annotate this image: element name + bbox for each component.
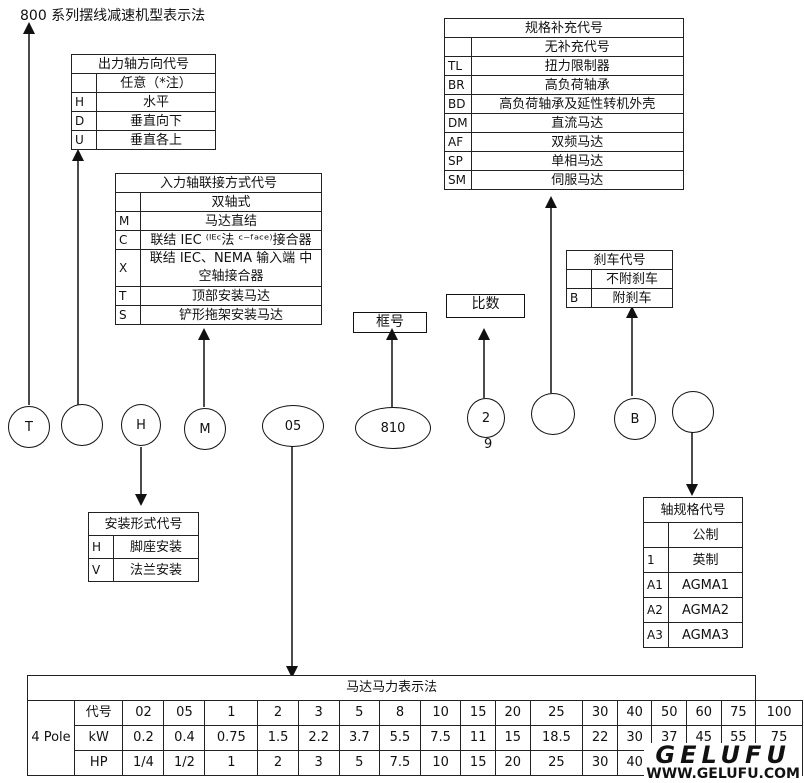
node-ratio-sub: 9 — [484, 437, 493, 452]
power-cell: 8 — [379, 700, 421, 726]
power-cell: 0.4 — [163, 725, 206, 751]
table-header: 规格补充代号 — [444, 18, 684, 38]
power-cell: 05 — [163, 700, 206, 726]
power-cell: 7.5 — [419, 725, 462, 751]
power-cell: 30 — [582, 750, 618, 776]
power-cell: 10 — [419, 750, 462, 776]
frame-label: 框号 — [353, 312, 427, 333]
power-cell: 15 — [460, 750, 496, 776]
power-cell: 100 — [755, 700, 803, 726]
power-cell: 7.5 — [379, 750, 421, 776]
power-cell: 18.5 — [529, 725, 584, 751]
power-cell: 20 — [494, 700, 531, 726]
power-cell: 1/4 — [122, 750, 165, 776]
power-cell: 1 — [204, 700, 259, 726]
node-frame: 810 — [355, 407, 431, 449]
power-cell: 22 — [582, 725, 618, 751]
node-blank — [672, 391, 714, 433]
power-cell: 3 — [297, 700, 340, 726]
power-cell: 3 — [297, 750, 340, 776]
node-b: B — [614, 398, 656, 440]
watermark-logo: GELUFU WWW.GELUFU.COM — [644, 741, 802, 782]
power-cell: 20 — [494, 750, 531, 776]
node-motor: 05 — [262, 405, 324, 447]
power-cell: 15 — [460, 700, 496, 726]
power-cell: 10 — [419, 700, 462, 726]
table-header: 安装形式代号 — [88, 512, 199, 536]
table-header: 出力轴方向代号 — [71, 54, 216, 74]
table-header: 轴规格代号 — [643, 497, 743, 523]
power-cell: 1/2 — [163, 750, 206, 776]
node-m: M — [184, 408, 226, 450]
power-cell: 25 — [529, 700, 584, 726]
power-cell: 02 — [122, 700, 165, 726]
power-cell: 1.5 — [257, 725, 299, 751]
node-blank — [531, 393, 575, 435]
power-cell: 40 — [616, 700, 653, 726]
power-cell: 30 — [582, 700, 618, 726]
power-cell: 50 — [651, 700, 688, 726]
table-header: 入力轴联接方式代号 — [115, 173, 322, 193]
power-cell: 2 — [257, 700, 299, 726]
node-ratio: 2 — [467, 398, 505, 438]
table-header: 马达马力表示法 — [26, 675, 757, 701]
node-blank — [61, 404, 103, 446]
power-cell: 2.2 — [297, 725, 340, 751]
power-cell: 60 — [686, 700, 722, 726]
power-cell: 5 — [338, 700, 381, 726]
power-cell: 5.5 — [379, 725, 421, 751]
power-cell: 25 — [529, 750, 584, 776]
page-title: 800 系列摆线减速机型表示法 — [20, 8, 206, 24]
power-cell: 5 — [338, 750, 381, 776]
power-cell: 1 — [204, 750, 259, 776]
pole-label: 4 Pole — [27, 700, 75, 776]
power-cell: 75 — [720, 700, 757, 726]
table-header: 刹车代号 — [566, 250, 673, 270]
node-h: H — [121, 404, 161, 446]
power-cell: 0.75 — [204, 725, 259, 751]
power-cell: 11 — [460, 725, 496, 751]
node-t: T — [8, 406, 50, 448]
ratio-label: 比数 — [446, 294, 525, 318]
power-cell: 15 — [494, 725, 531, 751]
power-cell: 3.7 — [338, 725, 381, 751]
power-cell: 2 — [257, 750, 299, 776]
power-cell: 0.2 — [122, 725, 165, 751]
